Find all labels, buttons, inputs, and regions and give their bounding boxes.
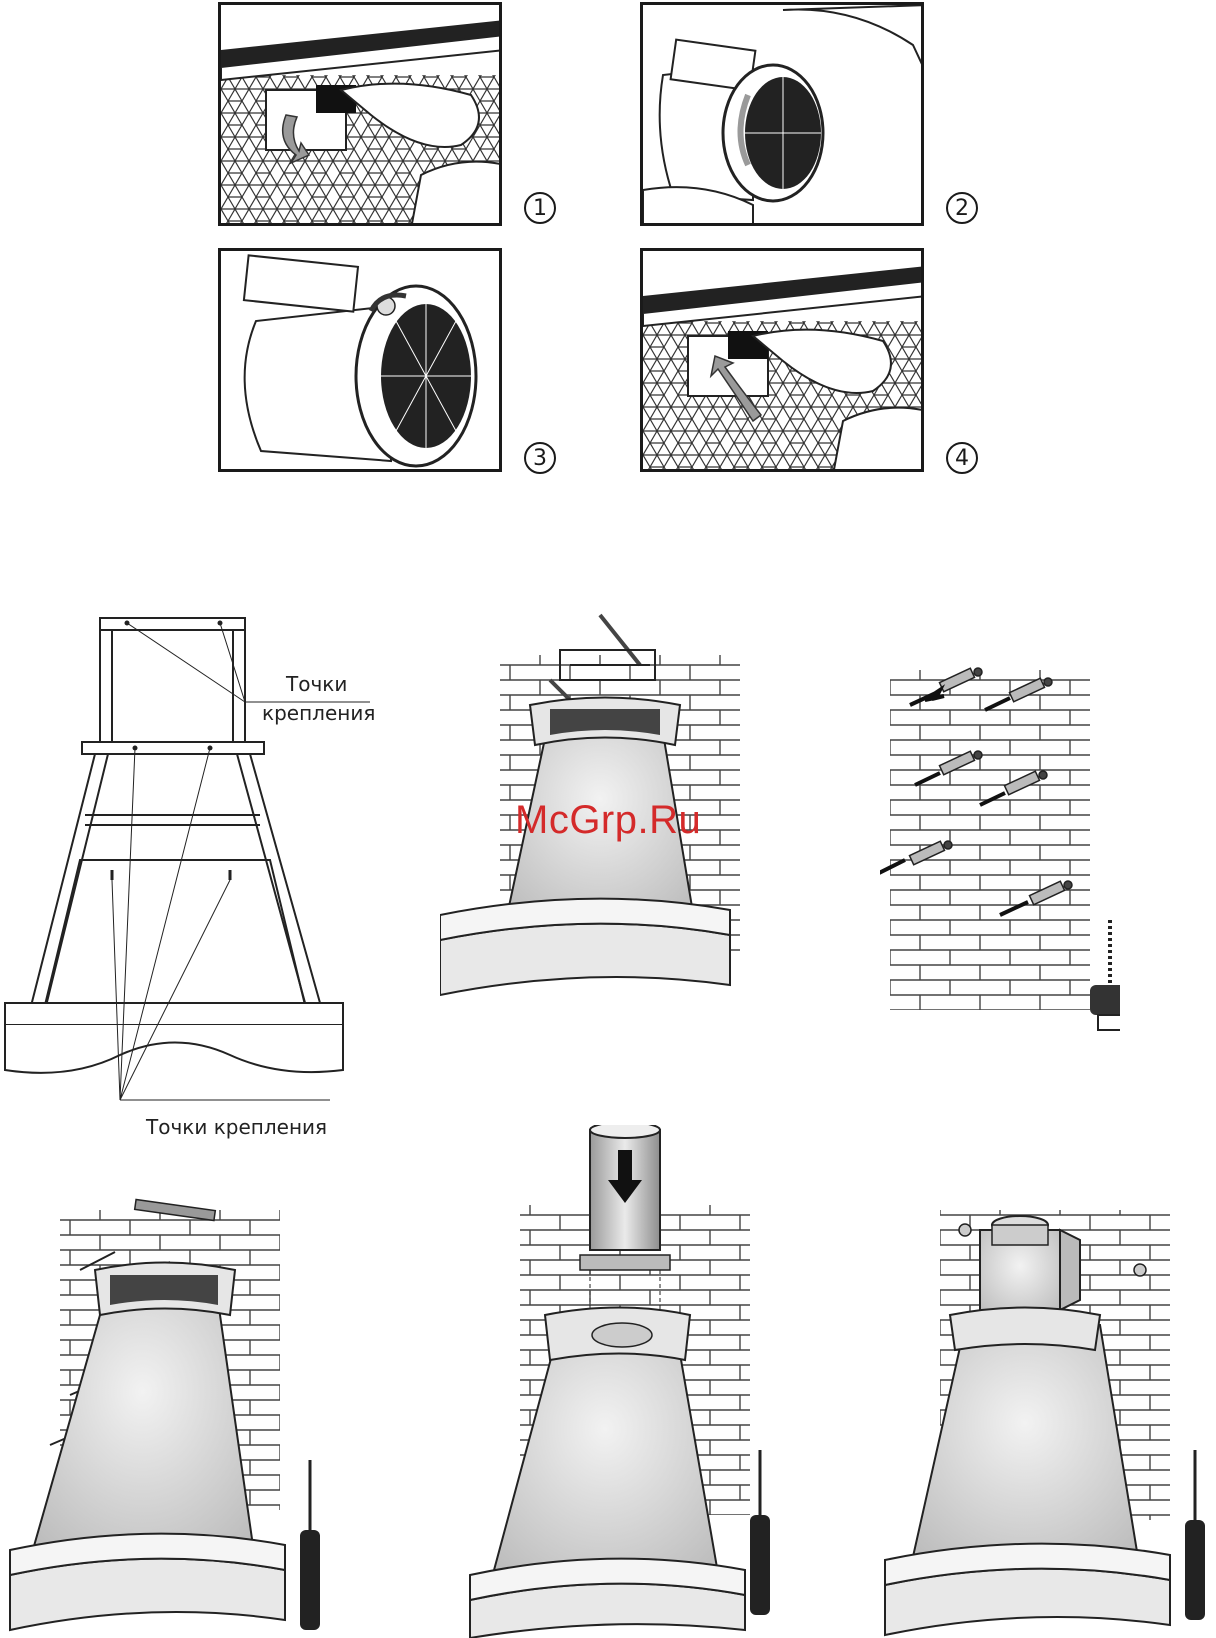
mount-points-bottom-label: Точки крепления: [146, 1115, 327, 1139]
step-2-panel: [640, 2, 924, 226]
filter-install-illustration: [643, 251, 924, 472]
screwdriver-icon: [750, 1450, 770, 1615]
step-number-2: 2: [946, 192, 978, 224]
step-4-panel: [640, 248, 924, 472]
hood-screw-mount-illustration: [0, 1190, 340, 1638]
screwdriver-icon: [1185, 1450, 1205, 1620]
step-number-1: 1: [524, 192, 556, 224]
filter-remove-illustration: [221, 5, 502, 226]
step-3-panel: [218, 248, 502, 472]
chimney-cover-illustration: [870, 1200, 1216, 1638]
drill-icon: [1090, 920, 1120, 1030]
step-1-panel: [218, 2, 502, 226]
watermark: McGrp.Ru: [515, 798, 701, 843]
mount-points-top-label-line2: крепления: [262, 701, 375, 725]
screwdriver-icon: [300, 1460, 320, 1630]
wall-dowels-illustration: [880, 650, 1120, 1040]
mount-points-top-label-line1: Точки: [286, 672, 347, 696]
filter-rotate-illustration: [643, 5, 924, 226]
filter-lock-illustration: [221, 251, 502, 472]
step-number-3: 3: [524, 442, 556, 474]
duct-install-illustration: [430, 1125, 780, 1638]
step-number-4: 4: [946, 442, 978, 474]
